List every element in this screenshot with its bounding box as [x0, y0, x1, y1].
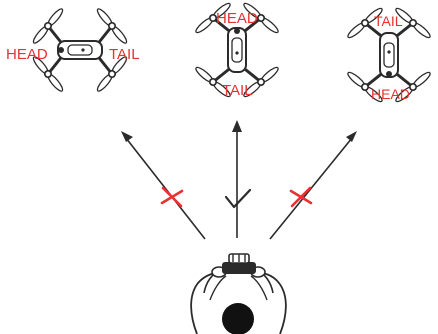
drone-left-tail-label: TAIL — [109, 46, 140, 63]
drone-right-tail-label: TAIL — [374, 13, 403, 29]
pilot-with-controller-icon — [190, 253, 287, 334]
red-cross-icon — [289, 186, 313, 208]
arrow-left — [121, 131, 206, 240]
drone-center-head-label: HEAD — [216, 10, 258, 27]
red-cross-icon — [160, 186, 184, 208]
checkmark-icon — [224, 188, 252, 209]
drone-center-tail-label: TAIL — [222, 82, 253, 99]
drone-right-head-label: HEAD — [371, 86, 410, 102]
arrow-center — [232, 120, 242, 238]
arrow-right — [269, 131, 357, 240]
drone-left-head-label: HEAD — [6, 46, 48, 63]
